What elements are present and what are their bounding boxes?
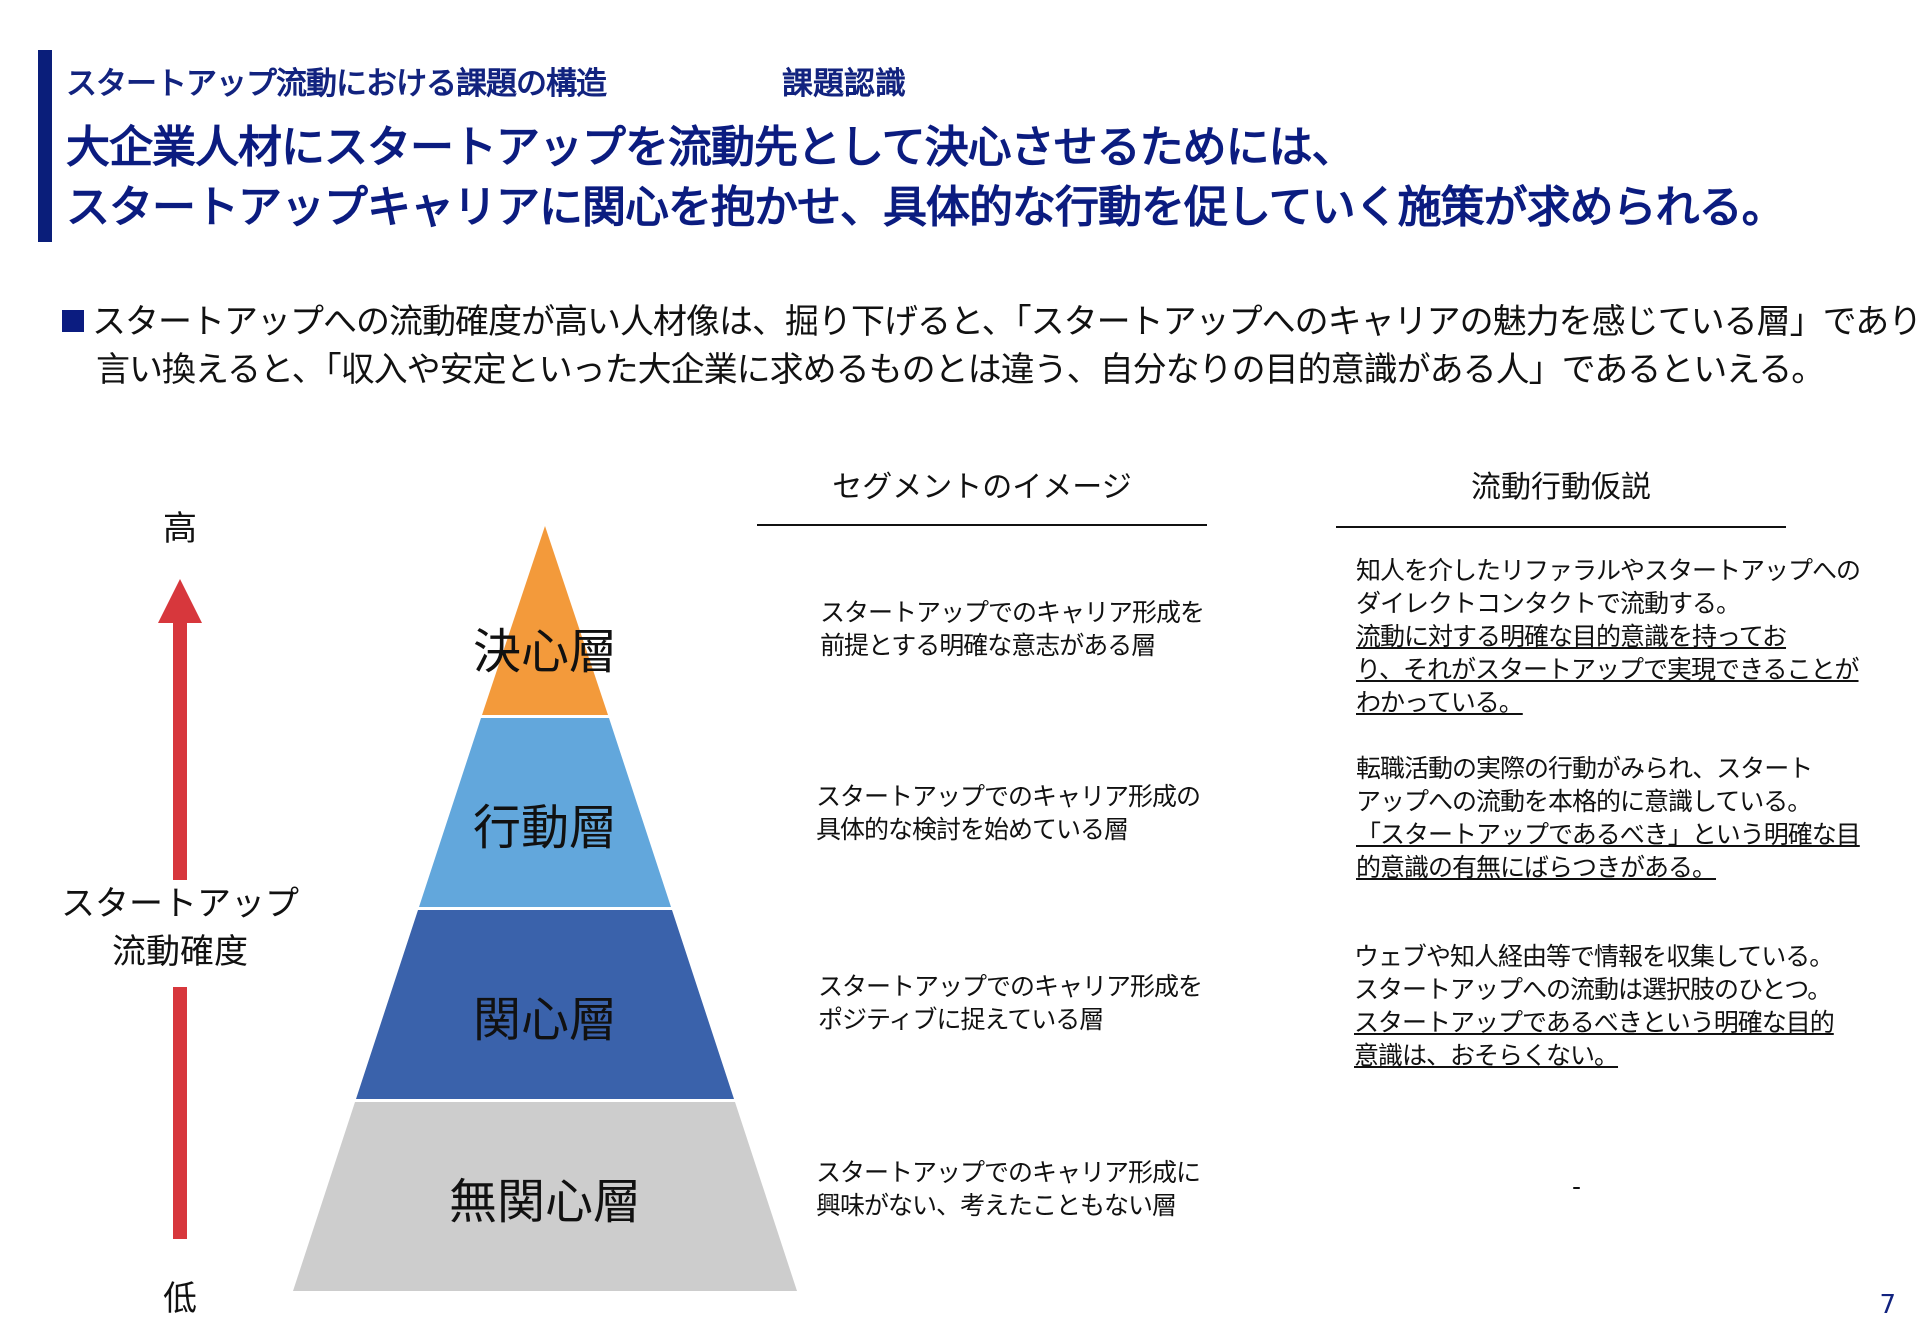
hypothesis-underlined-line: り、それがスタートアップで実現できることが bbox=[1356, 655, 1860, 684]
axis-arrow-shaft-upper bbox=[173, 621, 187, 921]
segment-desc-line: スタートアップでのキャリア形成を bbox=[818, 972, 1203, 1001]
hypothesis-underlined-line: 「スタートアップであるべき」という明確な目 bbox=[1356, 820, 1861, 849]
segment-desc-line: 具体的な検討を始めている層 bbox=[816, 815, 1129, 844]
headline: 大企業人材にスタートアップを流動先として決心させるためには、 スタートアップキャ… bbox=[66, 118, 1786, 238]
axis-arrow-shaft-lower bbox=[173, 987, 187, 1239]
hypothesis-line: 知人を介したリファラルやスタートアップへの bbox=[1356, 556, 1861, 585]
segment-desc-line: ポジティブに捉えている層 bbox=[818, 1005, 1104, 1034]
segment-desc-indifferent: スタートアップでのキャリア形成に 興味がない、考えたこともない層 bbox=[816, 1156, 1201, 1222]
hypothesis-underlined-line: スタートアップであるべきという明確な目的 bbox=[1354, 1008, 1835, 1037]
segment-desc-line: スタートアップでのキャリア形成を bbox=[820, 598, 1205, 627]
axis-arrow bbox=[158, 579, 202, 1239]
axis-title-line-1: スタートアップ bbox=[61, 884, 299, 924]
segment-desc-line: スタートアップでのキャリア形成に bbox=[816, 1158, 1201, 1187]
hypothesis-line: ダイレクトコンタクトで流動する。 bbox=[1356, 589, 1741, 618]
axis-high-label: 高 bbox=[163, 509, 197, 549]
segment-desc-line: 興味がない、考えたこともない層 bbox=[816, 1191, 1177, 1220]
hypothesis-underlined-line: 的意識の有無にばらつきがある。 bbox=[1356, 853, 1717, 882]
hypothesis-indifferent: - bbox=[1572, 1170, 1581, 1203]
hypothesis-underlined-line: わかっている。 bbox=[1356, 688, 1524, 717]
segment-column-header: セグメントのイメージ bbox=[832, 470, 1132, 505]
headline-line-1: 大企業人材にスタートアップを流動先として決心させるためには、 bbox=[66, 122, 1356, 173]
segment-desc-line: スタートアップでのキャリア形成の bbox=[816, 782, 1201, 811]
layer-name-indifferent: 無関心層 bbox=[448, 1174, 641, 1230]
segment-desc-decision: スタートアップでのキャリア形成を 前提とする明確な意志がある層 bbox=[820, 596, 1205, 662]
hypothesis-decision: 知人を介したリファラルやスタートアップへの ダイレクトコンタクトで流動する。 流… bbox=[1356, 554, 1861, 719]
pyramid-layer-interest bbox=[356, 910, 734, 1099]
axis-title-line-2: 流動確度 bbox=[112, 932, 248, 972]
axis-arrow-head bbox=[158, 579, 202, 623]
bullet-line-2: 言い換えると、「収入や安定といった大企業に求めるものとは違う、自分なりの目的意識… bbox=[96, 350, 1825, 390]
pyramid-layer-action bbox=[419, 718, 671, 907]
page-number: 7 bbox=[1879, 1290, 1896, 1320]
axis-low-label: 低 bbox=[163, 1279, 197, 1319]
pyramid-layer-indifferent bbox=[293, 1102, 797, 1291]
hypothesis-line: ウェブや知人経由等で情報を収集している。 bbox=[1354, 942, 1834, 971]
hypothesis-underlined-line: 意識は、おそらくない。 bbox=[1354, 1041, 1619, 1070]
hypothesis-line: スタートアップへの流動は選択肢のひとつ。 bbox=[1354, 975, 1832, 1004]
layer-name-interest: 関心層 bbox=[472, 992, 617, 1048]
layer-name-decision: 決心層 bbox=[472, 624, 617, 680]
segment-desc-line: 前提とする明確な意志がある層 bbox=[820, 631, 1156, 660]
hypothesis-line: - bbox=[1572, 1172, 1581, 1201]
section-tag: 課題認識 bbox=[782, 66, 906, 102]
bullet-text: スタートアップへの流動確度が高い人材像は、掘り下げると、「スタートアップへのキャ… bbox=[92, 298, 1920, 394]
segment-header-rule bbox=[757, 524, 1207, 526]
segment-desc-action: スタートアップでのキャリア形成の 具体的な検討を始めている層 bbox=[816, 780, 1201, 846]
pyramid-layer-decision bbox=[482, 526, 608, 715]
pyramid bbox=[293, 526, 797, 1291]
hypothesis-line: アップへの流動を本格的に意識している。 bbox=[1356, 787, 1812, 816]
layer-name-action: 行動層 bbox=[472, 800, 617, 856]
section-title: スタートアップ流動における課題の構造 bbox=[66, 66, 607, 102]
headline-line-2: スタートアップキャリアに関心を抱かせ、具体的な行動を促していく施策が求められる。 bbox=[66, 182, 1786, 233]
header-accent-bar bbox=[38, 50, 52, 242]
hypothesis-line: 転職活動の実際の行動がみられ、スタート bbox=[1356, 754, 1813, 783]
bullet-square-icon bbox=[62, 310, 84, 332]
hypothesis-column-header: 流動行動仮説 bbox=[1471, 470, 1651, 505]
hypothesis-action: 転職活動の実際の行動がみられ、スタート アップへの流動を本格的に意識している。 … bbox=[1356, 752, 1861, 884]
segment-desc-interest: スタートアップでのキャリア形成を ポジティブに捉えている層 bbox=[818, 970, 1203, 1036]
hypothesis-interest: ウェブや知人経由等で情報を収集している。 スタートアップへの流動は選択肢のひとつ… bbox=[1354, 940, 1835, 1072]
hypothesis-underlined-line: 流動に対する明確な目的意識を持ってお bbox=[1356, 622, 1787, 651]
hypothesis-header-rule bbox=[1336, 526, 1786, 528]
axis-title: スタートアップ 流動確度 bbox=[40, 880, 320, 976]
bullet-line-1: スタートアップへの流動確度が高い人材像は、掘り下げると、「スタートアップへのキャ… bbox=[92, 302, 1920, 342]
